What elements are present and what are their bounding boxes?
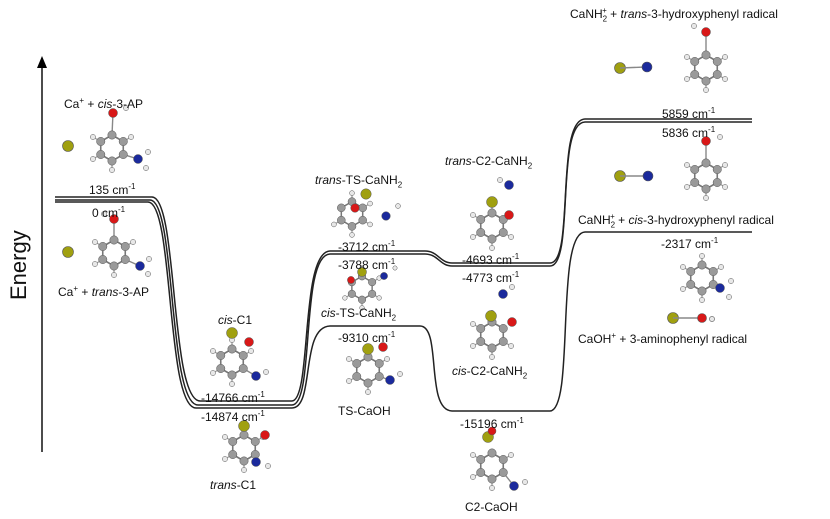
- energy-axis-arrowhead: [37, 56, 47, 68]
- product-caoh-label: CaOH+ + 3-aminophenyl radical: [578, 331, 748, 346]
- c2-trans-label: trans-C2-CaNH2: [445, 154, 533, 171]
- molecule-ts-caoh: [346, 342, 403, 395]
- molecule-cis-c1: [210, 327, 269, 387]
- ts-trans-energy: -3712 cm-1: [338, 239, 396, 254]
- path-caoh: [55, 201, 752, 412]
- nitrogen-atom: [641, 61, 653, 73]
- nitrogen-atom: [642, 170, 654, 182]
- molecule-c2-caoh: [470, 426, 528, 491]
- product-caoh-energy: -2317 cm-1: [661, 236, 719, 251]
- path-cis: [55, 118, 752, 402]
- product-trans-label: CaNH2+ + trans-3-hydroxyphenyl radical: [570, 6, 778, 24]
- calcium-atom: [62, 140, 74, 152]
- ts-cis-energy: -3788 cm-1: [338, 257, 396, 272]
- ts-cis-label: cis-TS-CaNH2: [321, 306, 397, 323]
- reactant-trans-energy: 0 cm-1: [92, 205, 126, 220]
- c2-cis-label: cis-C2-CaNH2: [452, 364, 528, 381]
- product-cis-label: CaNH2+ + cis-3-hydroxyphenyl radical: [578, 212, 774, 230]
- reactant-trans-label: Ca+ + trans-3-AP: [58, 284, 150, 299]
- oxygen-atom: [697, 313, 707, 323]
- ts-trans-label: trans-TS-CaNH2: [315, 173, 403, 190]
- c2-caoh-label: C2-CaOH: [465, 500, 518, 514]
- reactant-cis-label: Ca+ + cis-3-AP: [64, 96, 144, 111]
- c1-cis-energy: -14766 cm-1: [201, 390, 265, 405]
- hydrogen-atom: [709, 316, 715, 322]
- energy-axis-label: Energy: [6, 230, 31, 300]
- molecule-trans-c2-canh2: [470, 177, 514, 251]
- molecule-cis-ts-canh2: [342, 265, 398, 311]
- reactant-cis-energy: 135 cm-1: [89, 182, 136, 197]
- molecule-aminophenyl: [680, 253, 734, 303]
- product-cis-energy: 5836 cm-1: [662, 125, 716, 140]
- product-trans-energy: 5859 cm-1: [662, 106, 716, 121]
- molecule-trans-hydroxyphenyl: [684, 23, 728, 93]
- molecule-trans-ts-canh2: [331, 188, 401, 238]
- molecule-cis-3-ap: [90, 105, 151, 173]
- calcium-atom: [62, 246, 74, 258]
- ts-caoh-label: TS-CaOH: [338, 404, 391, 418]
- c1-trans-energy: -14874 cm-1: [201, 409, 265, 424]
- molecule-cis-c2-canh2: [470, 284, 517, 360]
- molecule-trans-3-ap: [92, 211, 152, 278]
- c1-cis-label: cis-C1: [218, 313, 253, 327]
- ts-caoh-energy: -9310 cm-1: [338, 330, 396, 345]
- molecule-trans-c1: [222, 420, 271, 473]
- c2-trans-energy: -4693 cm-1: [462, 252, 520, 267]
- c1-trans-label: trans-C1: [210, 478, 257, 492]
- c2-cis-energy: -4773 cm-1: [462, 270, 520, 285]
- path-trans: [55, 121, 752, 406]
- molecule-cis-hydroxyphenyl: [684, 134, 728, 201]
- c2-caoh-energy: -15196 cm-1: [460, 416, 524, 431]
